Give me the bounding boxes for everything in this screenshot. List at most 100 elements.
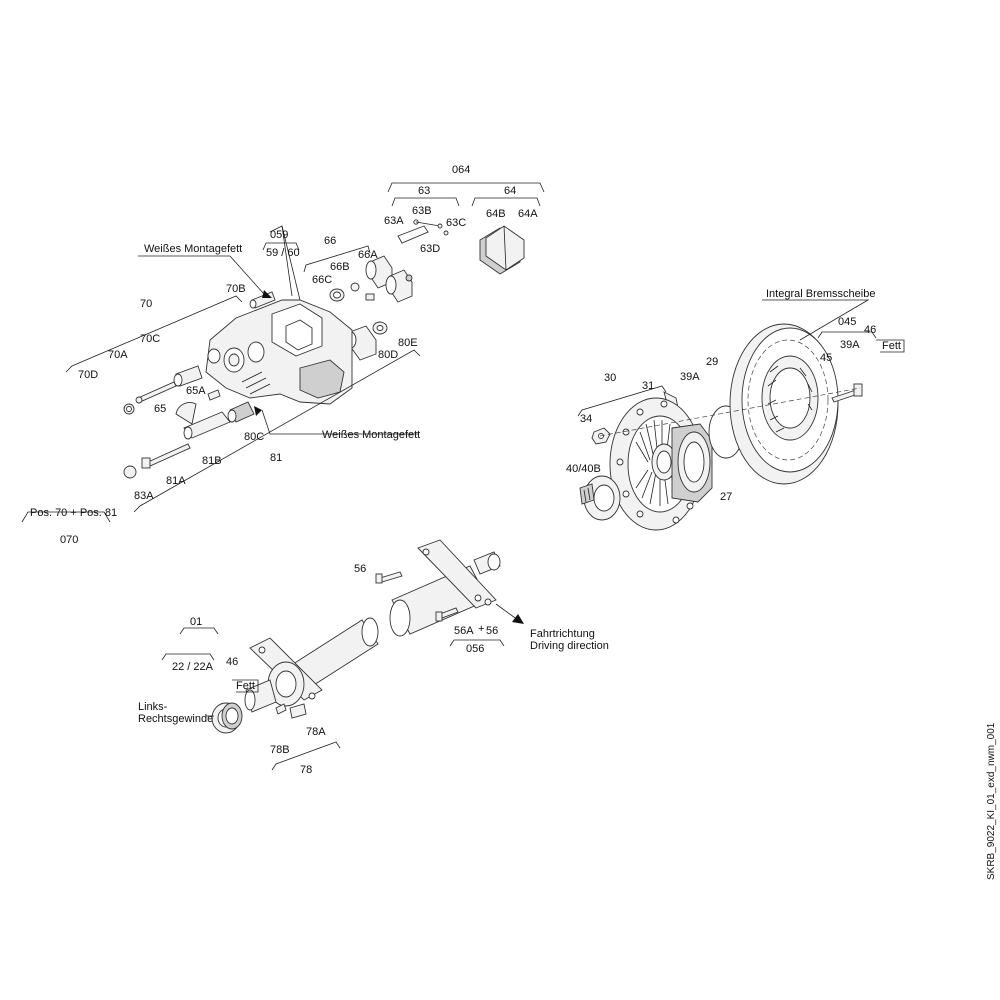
- fett-box-1: [876, 339, 905, 353]
- cap-83A: [123, 465, 137, 479]
- driving-direction-arrow: [495, 603, 524, 624]
- label-64: 64: [504, 185, 516, 197]
- label-integral-bremsscheibe: Integral Bremsscheibe: [766, 288, 875, 300]
- label-plus: +: [478, 623, 484, 635]
- label-70A: 70A: [108, 349, 128, 361]
- bracket-22: [161, 653, 215, 661]
- label-64B: 64B: [486, 208, 506, 220]
- label-78B: 78B: [270, 744, 290, 756]
- label-63: 63: [418, 185, 430, 197]
- bracket-070: [21, 511, 111, 523]
- label-rechtsgewinde: Rechtsgewinde: [138, 713, 213, 725]
- grease-nipple-78: [275, 703, 307, 719]
- label-81: 81: [270, 452, 282, 464]
- label-63D: 63D: [420, 243, 440, 255]
- label-weisses-montagefett-2: Weißes Montagefett: [322, 429, 420, 441]
- bracket-78: [271, 741, 341, 771]
- leader-montagefett-2: [261, 409, 418, 435]
- sleeve-80C: [227, 401, 262, 423]
- label-78: 78: [300, 764, 312, 776]
- bracket-70: [65, 295, 243, 373]
- label-56: 56: [354, 563, 366, 575]
- label-56A: 56A: [454, 625, 474, 637]
- leader-integral: [762, 299, 870, 341]
- bracket-30: [577, 385, 667, 417]
- label-56-b: 56: [486, 625, 498, 637]
- label-30: 30: [604, 372, 616, 384]
- arrow-marker-icon: [262, 290, 272, 298]
- label-46-top: 46: [864, 324, 876, 336]
- label-driving-direction: Driving direction: [530, 640, 609, 652]
- boot-seals-66: [329, 255, 413, 303]
- axle-flange: [244, 637, 323, 713]
- bracket-059: [262, 242, 300, 251]
- label-81A: 81A: [166, 475, 186, 487]
- leader-montagefett-1: [138, 255, 265, 295]
- label-81B: 81B: [202, 455, 222, 467]
- sensor-40: [579, 475, 621, 521]
- label-045: 045: [838, 316, 856, 328]
- label-059: 059: [270, 229, 288, 241]
- bolt-45: [831, 383, 863, 403]
- label-70: 70: [140, 298, 152, 310]
- label-01: 01: [190, 616, 202, 628]
- label-27: 27: [720, 491, 732, 503]
- fett-box-2: [232, 679, 259, 693]
- arrow-marker-icon: [254, 406, 262, 416]
- axle-tube-056: [389, 539, 501, 637]
- label-40-40B: 40/40B: [566, 463, 601, 475]
- label-83A: 83A: [134, 490, 154, 502]
- label-70C: 70C: [140, 333, 160, 345]
- label-63C: 63C: [446, 217, 466, 229]
- label-80C: 80C: [244, 431, 264, 443]
- label-34: 34: [580, 413, 592, 425]
- pin-70B: [249, 290, 276, 309]
- bolt-81A: [141, 443, 191, 469]
- label-45: 45: [820, 352, 832, 364]
- bracket-66: [303, 245, 371, 273]
- label-056: 056: [466, 643, 484, 655]
- label-63B: 63B: [412, 205, 432, 217]
- label-31: 31: [642, 380, 654, 392]
- label-59-60: 59 / 60: [266, 247, 300, 259]
- label-064: 064: [452, 164, 470, 176]
- drawing-reference: SKRB_9022_KI_01_exd_nwm_001: [986, 722, 997, 880]
- label-pos-70-81: Pos. 70 + Pos. 81: [30, 507, 117, 519]
- label-66: 66: [324, 235, 336, 247]
- axle-nut-22: [211, 702, 243, 734]
- label-39A: 39A: [680, 371, 700, 383]
- label-070: 070: [60, 534, 78, 546]
- label-39A-right: 39A: [840, 339, 860, 351]
- label-80E: 80E: [398, 337, 418, 349]
- pad-spring-63: [397, 219, 449, 244]
- label-66C: 66C: [312, 274, 332, 286]
- guide-pins-70: [123, 365, 221, 415]
- label-65A: 65A: [186, 385, 206, 397]
- label-63A: 63A: [384, 215, 404, 227]
- bracket-81: [133, 349, 421, 513]
- label-22-22A: 22 / 22A: [172, 661, 214, 673]
- label-65: 65: [154, 403, 166, 415]
- label-66A: 66A: [358, 249, 378, 261]
- label-fett-bottom: Fett: [236, 680, 255, 692]
- integral-brake-disc: [729, 323, 839, 485]
- sleeve-81B: [183, 411, 231, 440]
- label-weisses-montagefett-1: Weißes Montagefett: [144, 243, 242, 255]
- label-80D: 80D: [378, 349, 398, 361]
- bolts-56: [375, 571, 459, 622]
- brake-pads-64: [479, 225, 525, 275]
- bracket-056: [449, 639, 505, 647]
- bracket-064: [387, 182, 545, 207]
- label-fett-top: Fett: [882, 340, 901, 352]
- label-46-bottom: 46: [226, 656, 238, 668]
- label-78A: 78A: [306, 726, 326, 738]
- wheel-hub: [609, 397, 713, 531]
- label-70B: 70B: [226, 283, 246, 295]
- cap-65: [175, 402, 197, 425]
- caliper-body: [205, 225, 353, 405]
- label-links: Links-: [138, 701, 168, 713]
- bracket-045: [817, 331, 877, 339]
- bracket-01: [179, 627, 219, 635]
- label-70D: 70D: [78, 369, 98, 381]
